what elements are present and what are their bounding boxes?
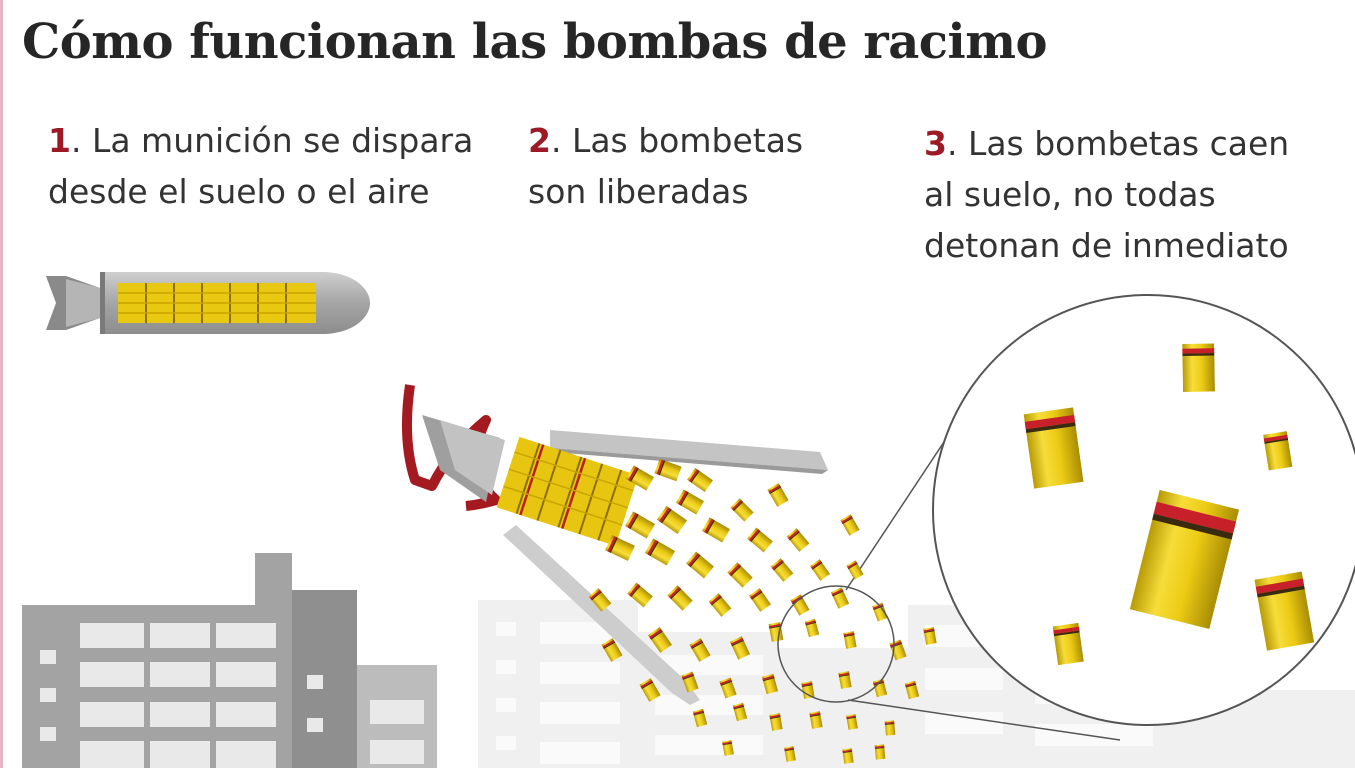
parachute-ribbon: [401, 384, 501, 511]
falling-bomblet: [767, 483, 789, 507]
falling-bomblet: [874, 744, 886, 760]
falling-bomblet: [770, 558, 794, 582]
falling-bomblet: [727, 562, 753, 588]
falling-bomblet: [644, 538, 676, 566]
step-1-line-2: desde el suelo o el aire: [48, 172, 430, 211]
step-3-line-1: . Las bombetas caen: [946, 124, 1290, 163]
step-3-line-3: detonan de inmediato: [924, 226, 1289, 265]
falling-bomblet: [830, 587, 850, 609]
falling-bomblet: [804, 618, 820, 638]
highlight-circle: [777, 585, 895, 703]
falling-bomblet: [786, 528, 810, 552]
page-title: Cómo funcionan las bombas de racimo: [22, 14, 1048, 70]
falling-bomblet: [884, 720, 896, 736]
bomblet-rows: [118, 283, 316, 323]
falling-bomblet: [846, 560, 864, 580]
step-2-text: 2. Las bombetas son liberadas: [528, 115, 803, 217]
intact-cluster-bomb: [46, 272, 370, 334]
bomblet-stack: [496, 436, 639, 546]
zoom-bomblet-2: [1023, 407, 1084, 489]
step-3-line-2: al suelo, no todas: [924, 175, 1216, 214]
zoom-circle: [932, 294, 1355, 726]
falling-bomblet: [675, 489, 705, 515]
falling-bomblet: [656, 505, 688, 535]
step-3-number: 3: [924, 124, 947, 163]
falling-bomblet: [842, 748, 854, 764]
falling-bomblet: [667, 585, 693, 611]
falling-bomblet: [730, 498, 754, 522]
step-2-line-1: . Las bombetas: [550, 121, 804, 160]
falling-bomblet: [708, 593, 732, 617]
falling-bomblet: [624, 511, 656, 539]
falling-bomblet: [840, 514, 860, 536]
falling-bomblet: [843, 631, 857, 649]
falling-bomblet: [701, 517, 731, 543]
falling-bomblet: [687, 467, 713, 493]
step-3-text: 3. Las bombetas caen al suelo, no todas …: [924, 118, 1289, 271]
step-1-number: 1: [48, 121, 71, 160]
building-left-grey: [22, 553, 437, 768]
zoom-magnifier: [932, 294, 1355, 726]
falling-bomblet: [748, 588, 772, 612]
falling-bomblet: [809, 559, 831, 581]
step-1-text: 1. La munición se dispara desde el suelo…: [48, 115, 473, 217]
step-1-line-1: . La munición se dispara: [70, 121, 474, 160]
falling-bomblet: [686, 551, 714, 579]
step-2-line-2: son liberadas: [528, 172, 749, 211]
city-buildings: [22, 553, 1355, 768]
left-edge-border: [0, 0, 3, 768]
step-2-number: 2: [528, 121, 551, 160]
opened-cluster-bomb: [401, 384, 828, 705]
zoom-bomblet-1: [1182, 343, 1215, 392]
falling-bomblet: [747, 527, 773, 553]
zoom-bomblet-6: [1052, 622, 1084, 666]
